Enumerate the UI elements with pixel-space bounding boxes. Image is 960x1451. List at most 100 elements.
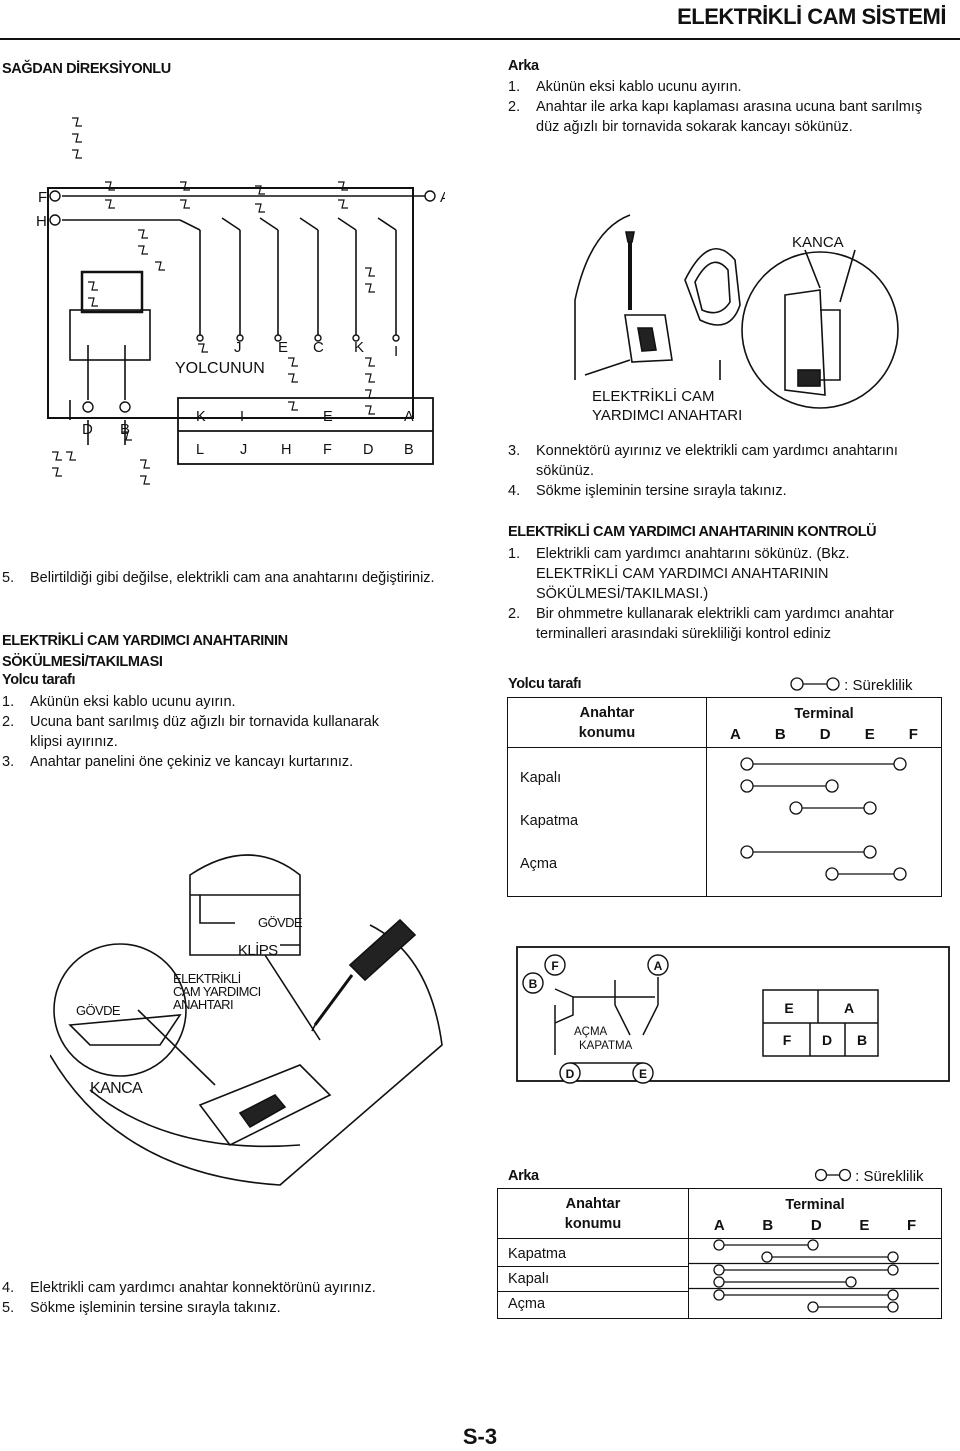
grid-e: E (784, 1000, 793, 1016)
step-number: 2. (508, 606, 521, 622)
step-text: Elektrikli cam yardımcı anahtar konnektö… (30, 1280, 376, 1296)
legend-text: Süreklilik (852, 677, 913, 694)
grid-b: B (857, 1032, 867, 1048)
header-position: Anahtar konumu (507, 697, 707, 748)
wiring-label-j: J (234, 339, 242, 356)
wiring-label-c: C (313, 339, 324, 356)
passenger-table-label: Yolcu tarafı (508, 676, 582, 692)
continuity-symbol (814, 1168, 852, 1182)
door-switch-figure: KANCA (574, 214, 899, 409)
wiring-label-e: E (278, 339, 288, 356)
conn-h: H (281, 442, 291, 458)
switch-label-line-1: ELEKTRİKLİ CAM (592, 388, 715, 405)
wiring-pin-h: H (36, 213, 47, 230)
rear-table-label: Arka (508, 1168, 539, 1184)
continuity-cell (706, 747, 942, 897)
step-text: Akünün eksi kablo ucunu ayırın. (536, 79, 742, 95)
terminal-e: E (864, 726, 875, 743)
passenger-continuity-table: Anahtar konumu Terminal A B D E F Kapalı… (507, 697, 942, 897)
label-kapatma: KAPATMA (579, 1040, 633, 1052)
step-text: Anahtar panelini öne çekiniz ve kancayı … (30, 754, 354, 770)
step-text: Belirtildiği gibi değilse, elektrikli ca… (30, 570, 435, 586)
step-number: 2. (2, 714, 15, 730)
check-steps: 1.Elektrikli cam yardımcı anahtarını sök… (508, 544, 918, 644)
continuity-cell (688, 1238, 942, 1319)
conn-d: D (363, 442, 373, 458)
step-number: 4. (508, 483, 521, 499)
title-divider (0, 38, 960, 40)
left-step-5b: 5.Sökme işleminin tersine sırayla takını… (2, 1298, 452, 1318)
row-acma: Açma (508, 1295, 546, 1312)
header-terminal: Terminal A B D E F (706, 697, 942, 748)
label-klips: KLİPS (238, 941, 278, 959)
page-title: ELEKTRİKLİ CAM SİSTEMİ (677, 4, 946, 29)
left-step-3: 3. Anahtar panelini öne çekiniz ve kancay… (2, 752, 452, 772)
grid-d: D (822, 1032, 832, 1048)
check-step-2: 2.Bir ohmmetre kullanarak elektrikli cam… (508, 604, 918, 644)
conn-pin-f: F (551, 959, 558, 973)
conn-e: E (323, 409, 333, 425)
legend-text: Süreklilik (863, 1168, 924, 1185)
label-switch-1: ELEKTRİKLİ (173, 971, 241, 986)
step-number: 4. (2, 1280, 15, 1296)
conn-a: A (404, 409, 414, 425)
step-number: 5. (2, 1300, 15, 1316)
continuity-legend: : Süreklilik (790, 677, 913, 694)
terminal-title: Terminal (785, 1197, 845, 1213)
rear-step-2: 2. Anahtar ile arka kapı kaplaması arasın… (508, 97, 948, 137)
wiring-pin-d: D (82, 421, 93, 438)
wiring-pin-b: B (120, 421, 130, 438)
terminal-d: D (810, 1217, 822, 1234)
conn-f: F (323, 442, 332, 458)
passenger-side-heading: Yolcu tarafı (2, 672, 76, 688)
page-number: S-3 (462, 1424, 498, 1449)
terminal-d: D (819, 726, 831, 743)
wiring-diagram: F H A D B J E C K I YOLCUNUN K I E A L J… (36, 117, 445, 485)
grid-f: F (783, 1032, 792, 1048)
check-title: ELEKTRİKLİ CAM YARDIMCI ANAHTARININ KONT… (508, 524, 877, 540)
terminal-title: Terminal (794, 706, 854, 722)
conn-b: B (404, 442, 414, 458)
left-step-2: 2. Ucuna bant sarılmış düz ağızlı bir tor… (2, 712, 452, 752)
figure1-switch-label: ELEKTRİKLİ CAM YARDIMCI ANAHTARI (592, 387, 742, 425)
conn-pin-d: D (566, 1067, 575, 1081)
header-terminal: Terminal A B D E F (688, 1188, 942, 1239)
left-section-title: ELEKTRİKLİ CAM YARDIMCI ANAHTARININ SÖKÜ… (2, 633, 288, 670)
label-govde-left: GÖVDE (76, 1003, 121, 1018)
label-acma: AÇMA (574, 1026, 608, 1038)
step-text: Sökme işleminin tersine sırayla takınız. (536, 483, 787, 499)
right-step-4: 4. Sökme işleminin tersine sırayla takını… (508, 481, 953, 501)
conn-pin-e: E (639, 1067, 647, 1081)
row-kapatma: Kapatma (520, 813, 579, 829)
rear-continuity-table: Anahtar konumu Terminal A B D E F Kapatm… (497, 1188, 942, 1319)
terminal-f: F (908, 726, 918, 743)
rear-continuity-marks (689, 1239, 939, 1313)
step-number: 3. (2, 754, 15, 770)
right-step-3: 3.Konnektörü ayırınız ve elektrikli cam … (508, 441, 953, 481)
left-steps: 1.Akünün eksi kablo ucunu ayırın. 2.Ucun… (2, 692, 452, 772)
step-number: 2. (508, 99, 521, 115)
right-steps-34: 3.Konnektörü ayırınız ve elektrikli cam … (508, 441, 953, 501)
rear-heading: Arka (508, 58, 539, 74)
left-step-4b: 4. Elektrikli cam yardımcı anahtar konnek… (2, 1278, 452, 1298)
step-number: 3. (508, 443, 521, 459)
label-switch-3: ANAHTARI (173, 997, 233, 1012)
label-kanca-left: KANCA (90, 1080, 143, 1097)
row-kapatma: Kapatma (498, 1242, 688, 1267)
conn-i: I (240, 409, 244, 425)
terminal-a: A (713, 1217, 725, 1234)
wiring-caption: YOLCUNUN (175, 360, 265, 377)
step-number: 1. (508, 79, 521, 95)
step-text: Ucuna bant sarılmış düz ağızlı bir torna… (30, 714, 379, 750)
check-step-1: 1.Elektrikli cam yardımcı anahtarını sök… (508, 544, 918, 604)
conn-k: K (196, 409, 206, 425)
conn-l: L (196, 442, 204, 458)
label-switch-2: CAM YARDIMCI (173, 984, 261, 999)
wiring-pin-f: F (38, 189, 47, 206)
step-text: Anahtar ile arka kapı kaplaması arasına … (536, 99, 923, 135)
rear-steps: 1. Akünün eksi kablo ucunu ayırın. 2. Anah… (508, 77, 948, 137)
row-acma: Açma (520, 856, 558, 872)
left-heading: SAĞDAN DİREKSİYONLU (2, 61, 171, 77)
step-number: 5. (2, 570, 15, 586)
terminal-e: E (859, 1217, 870, 1234)
